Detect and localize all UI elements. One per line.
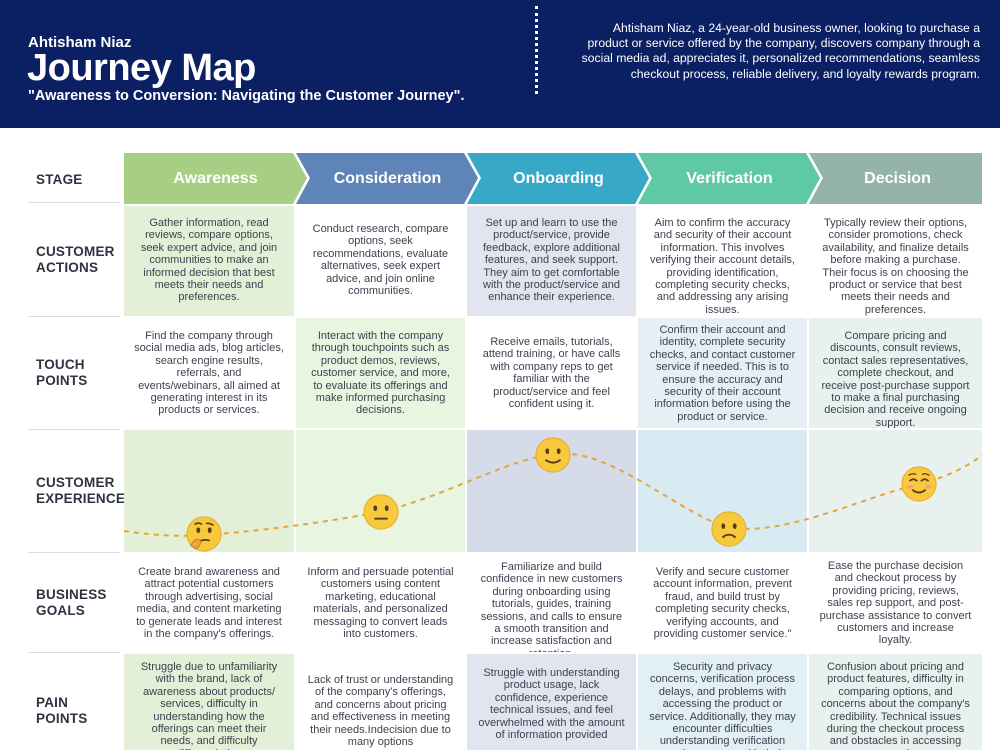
row-label-business-goals: BUSINESS GOALS [36,587,107,619]
row-label-line: CUSTOMER [36,475,115,490]
cell-actions-awareness: Gather information, read reviews, compar… [124,206,294,316]
cell-text: Security and privacy concerns, verificat… [649,661,796,750]
cell-text: Set up and learn to use the product/serv… [483,217,620,304]
row-label-line: POINTS [36,711,88,726]
row-label-line: CUSTOMER [36,244,115,259]
stage-verification: Verification [686,169,773,187]
cell-text: Ease the purchase decision and checkout … [819,560,972,647]
stage-onboarding: Onboarding [513,169,604,187]
cell-text: Find the company through social media ad… [134,330,284,417]
row-label-pain-points: PAIN POINTS [36,695,87,727]
cell-text: Lack of trust or understanding of the co… [307,674,454,749]
cell-text: Struggle due to unfamiliarity with the b… [140,661,278,750]
cell-goals-decision: Ease the purchase decision and checkout … [809,554,982,652]
cell-experience-decision [809,430,982,552]
cell-pain-onboarding: Struggle with understanding product usag… [467,654,636,750]
cell-text: Interact with the company through touchp… [311,330,450,417]
cell-pain-awareness: Struggle due to unfamiliarity with the b… [124,654,294,750]
page-title: Journey Map [27,47,256,89]
row-label-line: GOALS [36,603,86,618]
cell-touchpoints-onboarding: Receive emails, tutorials, attend traini… [467,318,636,428]
cell-text: Confirm their account and identity, comp… [649,324,796,423]
cell-goals-consideration: Inform and persuade potential customers … [296,554,465,652]
cell-actions-onboarding: Set up and learn to use the product/serv… [467,206,636,316]
stage-awareness: Awareness [173,169,258,187]
stage-consideration: Consideration [333,169,442,187]
neutral-face-icon [363,494,399,530]
header-banner: Ahtisham Niaz Journey Map "Awareness to … [0,0,1000,128]
cell-actions-consideration: Conduct research, compare options, seek … [296,206,465,316]
row-label-customer-actions: CUSTOMER ACTIONS [36,244,115,276]
cell-text: Struggle with understanding product usag… [478,667,625,742]
row-label-line: PAIN [36,695,69,710]
cell-text: Confusion about pricing and product feat… [821,661,970,750]
page-subtitle: "Awareness to Conversion: Navigating the… [28,88,465,104]
row-label-line: POINTS [36,373,88,388]
cell-text: Compare pricing and discounts, consult r… [821,330,970,428]
cell-text: Aim to confirm the accuracy and security… [650,217,795,316]
cell-touchpoints-decision: Compare pricing and discounts, consult r… [809,318,982,428]
relieved-face-icon [901,466,937,502]
row-label-line: BUSINESS [36,587,107,602]
cell-goals-onboarding: Familiarize and build confidence in new … [467,554,636,652]
cell-touchpoints-consideration: Interact with the company through touchp… [296,318,465,428]
cell-text: Gather information, read reviews, compar… [140,217,278,304]
cell-text: Familiarize and build confidence in new … [480,561,623,652]
frowning-face-icon [711,511,747,547]
cell-touchpoints-awareness: Find the company through social media ad… [124,318,294,428]
row-label-line: ACTIONS [36,260,99,275]
cell-experience-consideration [296,430,465,552]
cell-actions-decision: Typically review their options, consider… [809,206,982,316]
cell-text: Typically review their options, consider… [822,217,969,316]
smiling-face-icon [535,437,571,473]
row-label-line: TOUCH [36,357,85,372]
persona-description: Ahtisham Niaz, a 24-year-old business ow… [581,21,980,81]
row-label-line: EXPERIENCE [36,491,126,506]
cell-touchpoints-verification: Confirm their account and identity, comp… [638,318,807,428]
thinking-face-icon [186,516,222,552]
cell-pain-consideration: Lack of trust or understanding of the co… [296,654,465,750]
cell-text: Receive emails, tutorials, attend traini… [482,336,621,411]
cell-pain-verification: Security and privacy concerns, verificat… [638,654,807,750]
row-label-customer-experience: CUSTOMER EXPERIENCE [36,475,125,507]
row-divider [28,552,120,553]
row-divider [28,202,120,203]
stage-decision: Decision [864,169,931,187]
row-label-stage: STAGE [36,172,83,187]
cell-actions-verification: Aim to confirm the accuracy and security… [638,206,807,316]
cell-goals-verification: Verify and secure customer account infor… [638,554,807,652]
row-divider [28,429,120,430]
row-divider [28,316,120,317]
cell-text: Inform and persuade potential customers … [307,566,454,641]
row-divider [28,652,120,653]
cell-text: Create brand awareness and attract poten… [136,566,282,641]
row-label-touch-points: TOUCH POINTS [36,357,87,389]
cell-pain-decision: Confusion about pricing and product feat… [809,654,982,750]
persona-name: Ahtisham Niaz [28,34,132,51]
header-divider [535,6,538,94]
cell-goals-awareness: Create brand awareness and attract poten… [124,554,294,652]
cell-text: Verify and secure customer account infor… [653,566,792,641]
cell-text: Conduct research, compare options, seek … [312,223,449,298]
